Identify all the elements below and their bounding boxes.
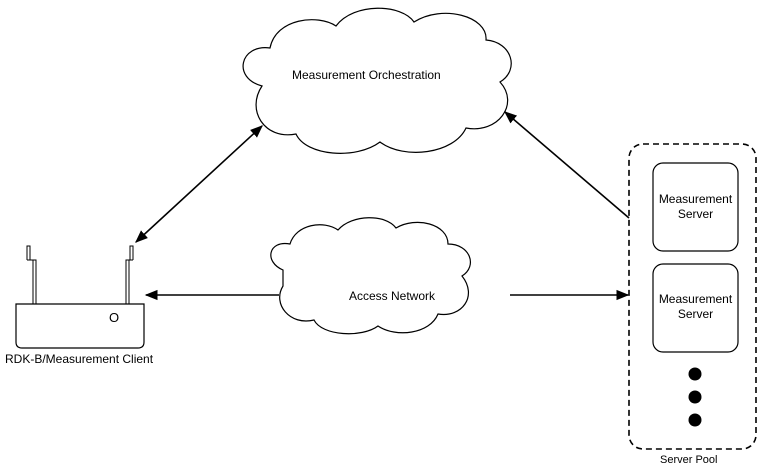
more-servers-dot bbox=[688, 413, 702, 427]
server-pool-to-orchestration-arrow bbox=[504, 111, 630, 219]
server-2-label-line1: Measurement bbox=[658, 292, 733, 306]
server-pool-label: Server Pool bbox=[660, 454, 718, 466]
measurement-server-2[interactable] bbox=[652, 263, 739, 353]
measurement-server-1[interactable] bbox=[652, 162, 739, 252]
orchestration-cloud bbox=[242, 7, 512, 154]
more-servers-dot bbox=[688, 390, 702, 404]
server-1-label-line1: Measurement bbox=[658, 192, 733, 206]
access-network-cloud bbox=[270, 217, 471, 335]
orchestration-label: Measurement Orchestration bbox=[292, 68, 441, 82]
server-2-label: Measurement Server bbox=[653, 292, 738, 322]
access-network-label: Access Network bbox=[349, 289, 436, 303]
client-label: RDK-B/Measurement Client bbox=[5, 352, 154, 366]
router-led-glyph: O bbox=[109, 310, 120, 325]
server-2-label-line2: Server bbox=[677, 307, 714, 321]
more-servers-dot bbox=[688, 367, 702, 381]
router-icon bbox=[15, 245, 145, 349]
server-1-label-line2: Server bbox=[677, 207, 714, 221]
client-orchestration-arrow bbox=[135, 125, 263, 243]
server-1-label: Measurement Server bbox=[653, 192, 738, 222]
